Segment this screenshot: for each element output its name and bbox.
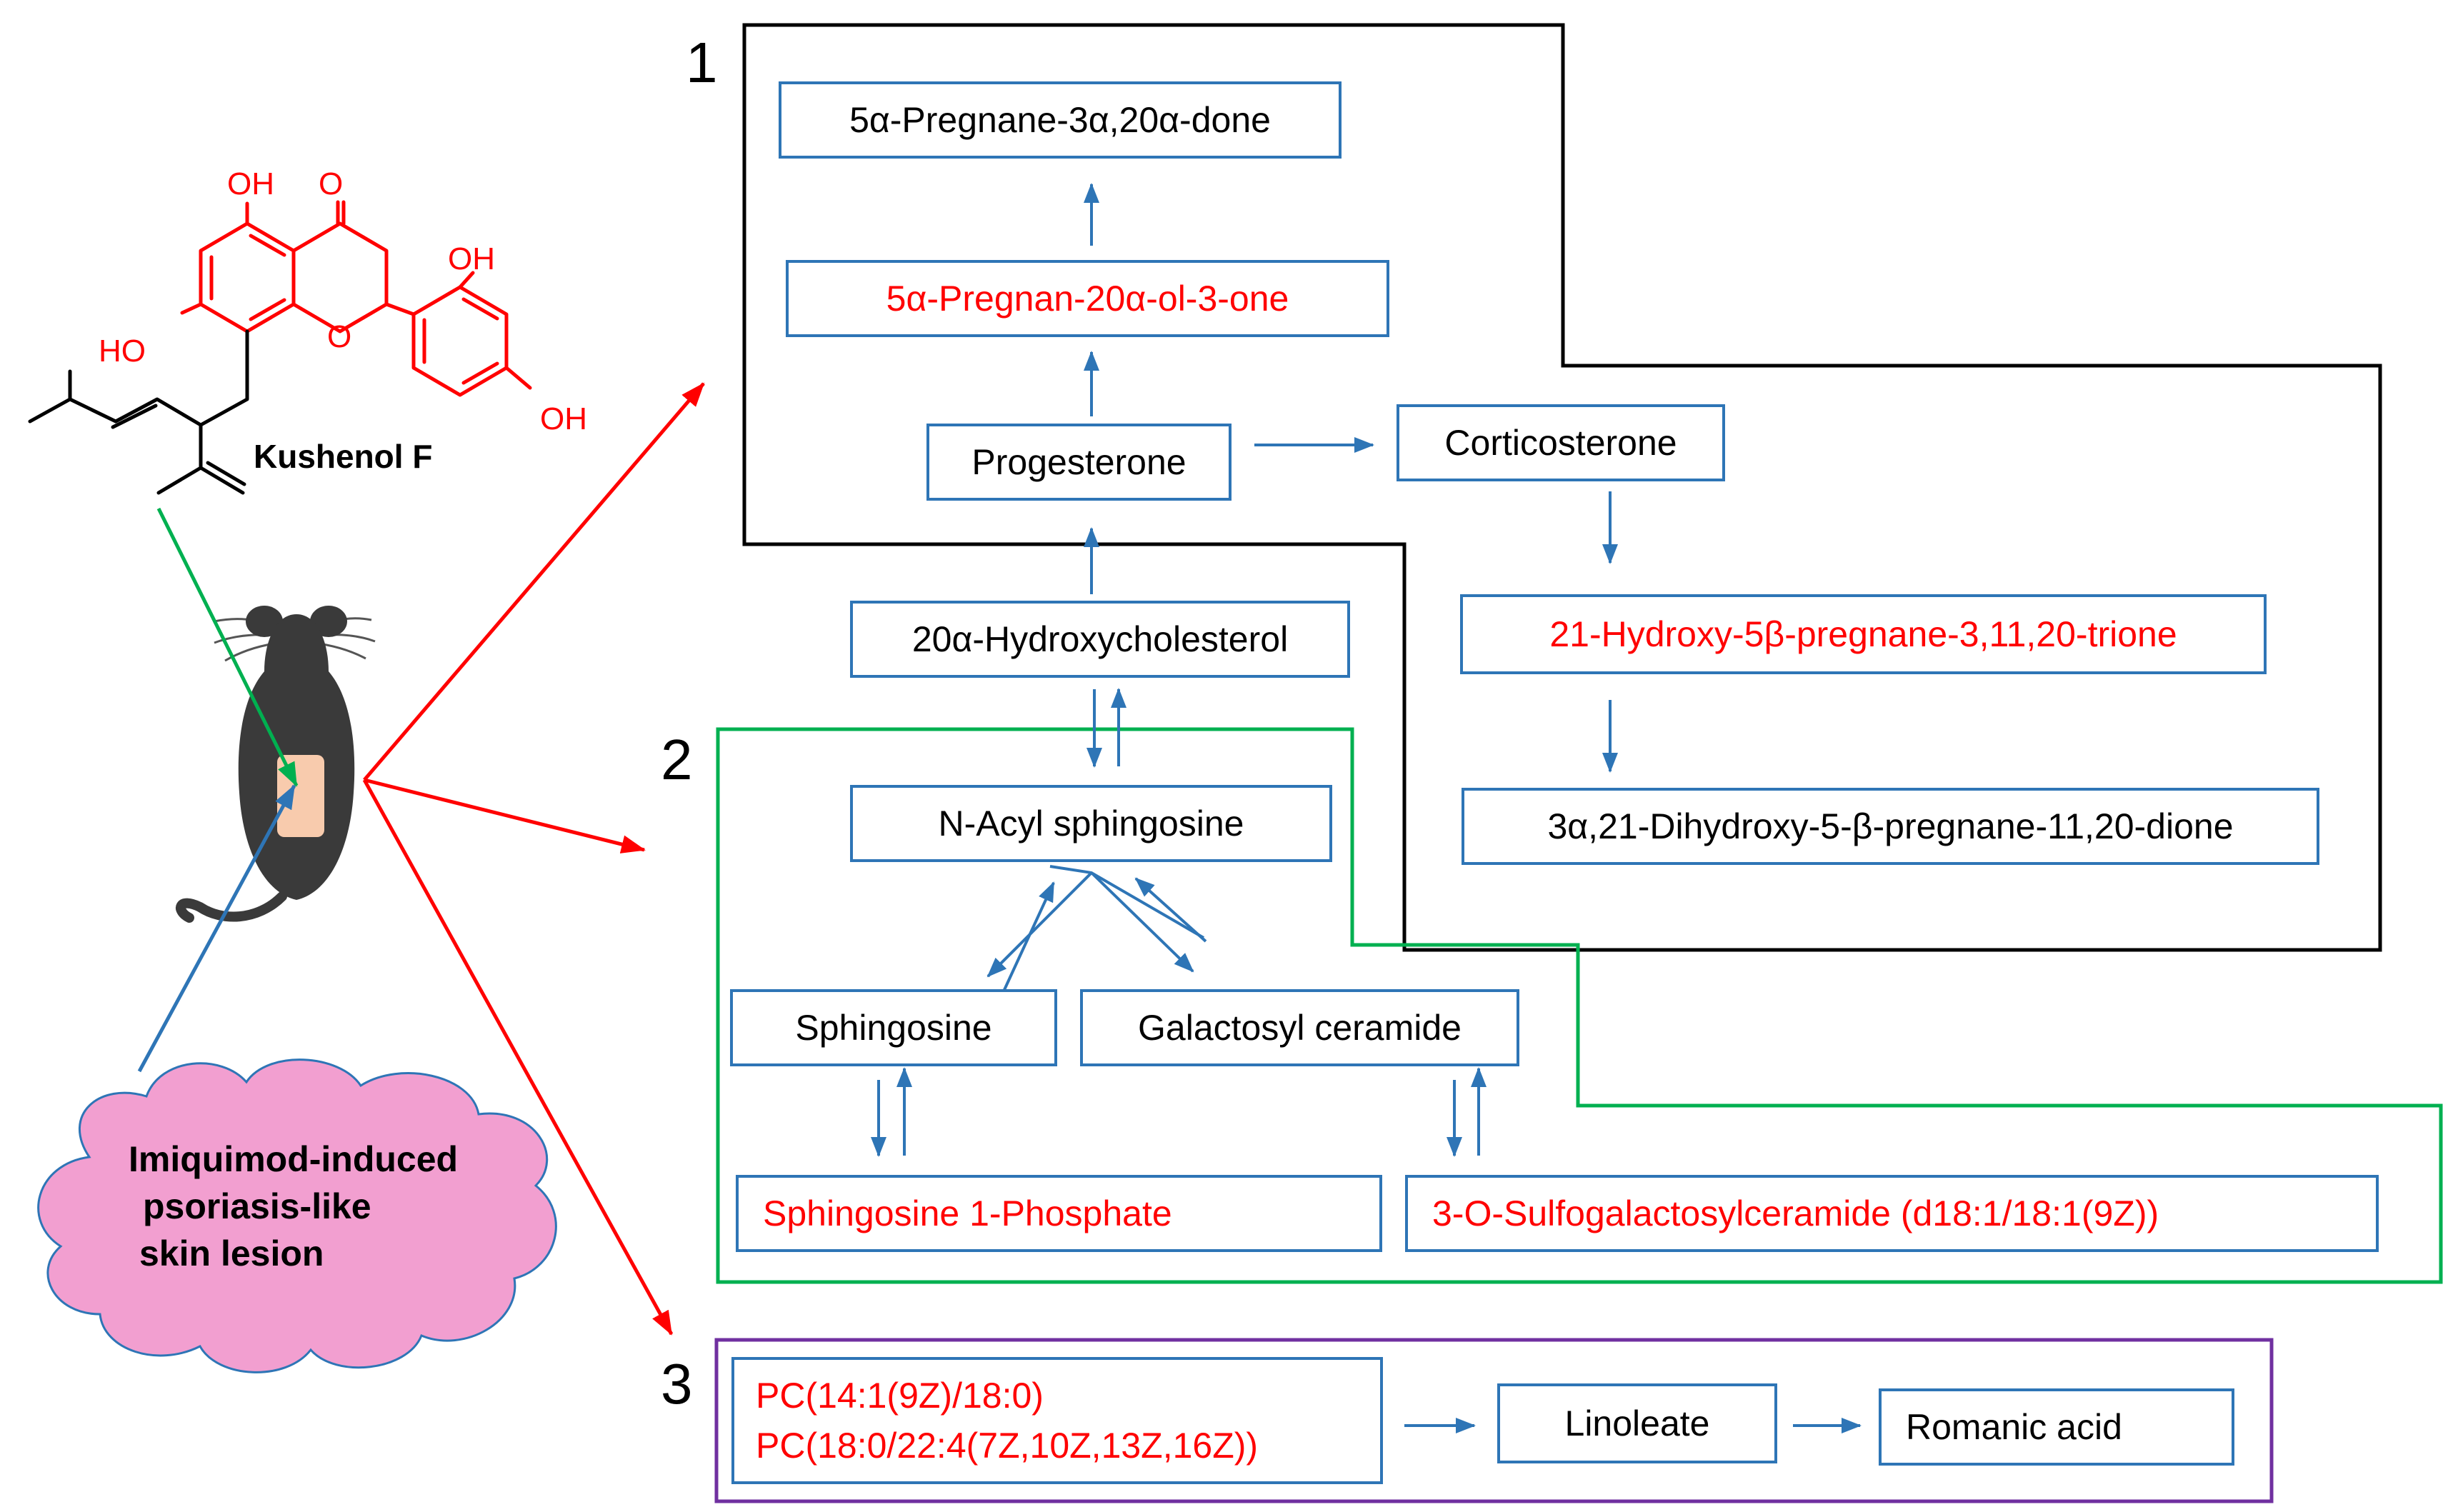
node-pregnane-dione: 5α-Pregnane-3α,20α-done [779,81,1342,159]
arrow-galactosyl-to-acyl [1134,877,1207,943]
region-1-border [742,23,2382,952]
kushenol-f-structure [180,200,532,397]
cloud-line-2: psoriasis-like [143,1186,371,1226]
node-corticosterone: Corticosterone [1397,404,1725,481]
atom-o-carbonyl: O [319,166,343,201]
region-1-label: 1 [686,31,718,94]
treatment-arrow [156,507,299,787]
region-3-border [714,1338,2274,1503]
node-pregnanolone: 5α-Pregnan-20α-ol-3-one [786,260,1389,337]
atom-o-ring: O [327,319,351,354]
node-s1p: Sphingosine 1-Phosphate [736,1175,1382,1252]
node-hydroxy-trione: 21-Hydroxy-5β-pregnane-3,11,20-trione [1460,594,2267,674]
cloud-label: Imiquimod-induced psoriasis-like skin le… [121,1136,521,1277]
arrow-acyl-to-galactosyl [1090,871,1194,973]
node-phosphatidylcholines: PC(14:1(9Z)/18:0) PC(18:0/22:4(7Z,10Z,13… [731,1357,1383,1484]
cloud-line-1: Imiquimod-induced [129,1139,459,1179]
arrow-sphingosine-to-acyl [1002,881,1055,992]
arrow-to-region-2 [364,778,646,853]
region-2-label: 2 [661,728,693,791]
compound-name: Kushenol F [254,438,432,475]
node-sulfogalactosylceramide: 3-O-Sulfogalactosylceramide (d18:1/18:1(… [1405,1175,2379,1252]
arrow-acyl-to-sphingosine [986,871,1093,978]
lesion-induction-arrow [137,784,296,1073]
node-acyl-sphingosine: N-Acyl sphingosine [850,785,1332,862]
cloud-line-3: skin lesion [139,1233,324,1273]
atom-oh-bottom: OH [540,401,587,436]
pc-line-1: PC(14:1(9Z)/18:0) [756,1376,1044,1416]
node-dihydroxy-dione: 3α,21-Dihydroxy-5-β-pregnane-11,20-dione [1462,788,2319,865]
pc-line-2: PC(18:0/22:4(7Z,10Z,13Z,16Z)) [756,1426,1259,1466]
atom-oh-top: OH [227,166,274,201]
arrow-to-region-1 [363,382,705,781]
mouse-icon [176,606,376,923]
node-linoleate: Linoleate [1497,1383,1777,1463]
psoriasis-cloud [37,1058,557,1373]
atom-ho-left: HO [99,334,146,369]
kushenol-f-side-chain [28,329,249,495]
region-3-label: 3 [661,1352,693,1416]
node-hydroxycholesterol: 20α-Hydroxycholesterol [850,601,1350,678]
arrow-to-region-3 [362,778,674,1336]
node-romanic-acid: Romanic acid [1879,1388,2234,1466]
skin-lesion-patch [277,755,324,837]
node-sphingosine: Sphingosine [730,989,1057,1066]
region-2-border [716,727,2443,1284]
atom-oh-right: OH [448,241,495,276]
acyl-branch-lines [1049,865,1205,939]
node-galactosyl-ceramide: Galactosyl ceramide [1080,989,1519,1066]
node-progesterone: Progesterone [926,424,1232,501]
